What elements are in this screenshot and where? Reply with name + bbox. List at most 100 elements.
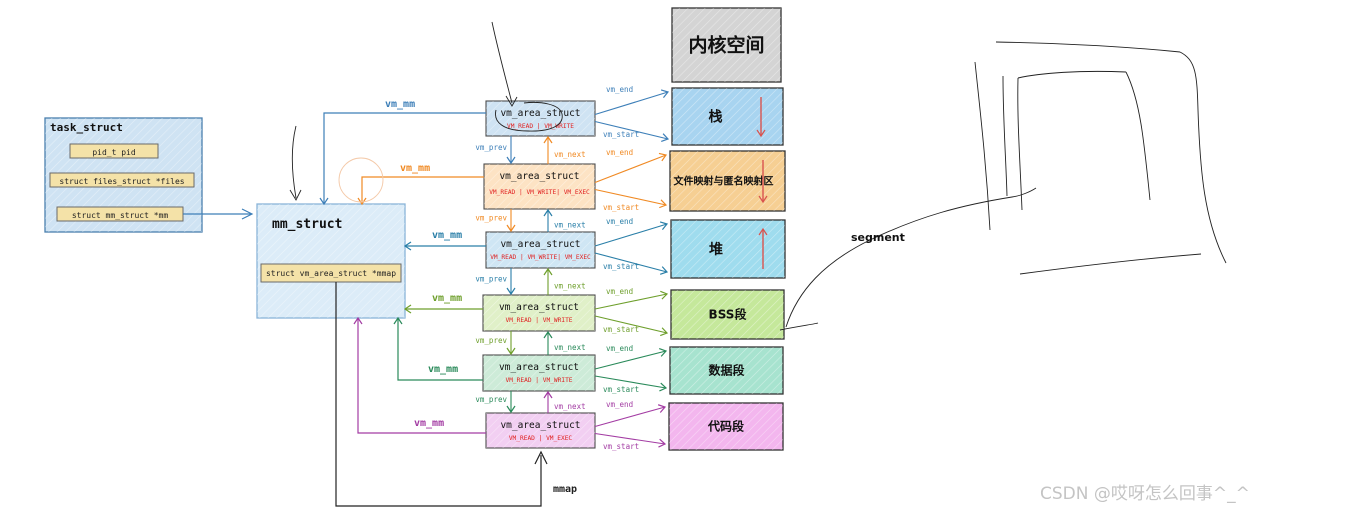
vm-start-arrow-3 <box>659 266 669 275</box>
vm-prev-arrow-1 <box>506 156 516 165</box>
vm-start-line-2 <box>594 188 667 206</box>
vma-hatch-5 <box>483 355 595 391</box>
vm-mm-line-1 <box>323 112 486 204</box>
vm-start-line-3 <box>594 252 668 273</box>
segment-label-3: 文件映射与匿名映射区 <box>674 175 774 188</box>
vm-end-arrow-4 <box>660 290 669 300</box>
vm-end-arrow-6 <box>657 404 667 413</box>
vma-name-6: vm_area_struct <box>500 420 580 431</box>
vm-next-arrow-1 <box>543 135 553 144</box>
vm-prev-label-1: vm_prev <box>475 143 507 152</box>
vm-end-label-2: vm_end <box>606 148 633 157</box>
vm-next-arrow-4 <box>543 330 553 339</box>
vm-start-label-4: vm_start <box>603 325 639 334</box>
segment-hatch-7 <box>669 403 783 450</box>
vm-next-label-3: vm_next <box>554 282 586 291</box>
vm-mm-label-1: vm_mm <box>385 99 415 110</box>
vm-mm-arrow-4 <box>403 304 412 314</box>
vm-prev-arrow-4 <box>506 347 516 356</box>
vm-mm-arrow-1 <box>319 197 329 206</box>
segment-label-2: 栈 <box>709 108 723 125</box>
vma-flags-6: VM_READ | VM_EXEC <box>509 435 573 442</box>
vma-flags-4: VM_READ | VM_WRITE <box>505 317 572 324</box>
segment-label-1: 内核空间 <box>688 34 764 57</box>
watermark: CSDN @哎呀怎么回事^_^ <box>1040 484 1250 504</box>
vm-start-label-6: vm_start <box>603 442 639 451</box>
mmap-pointer: mmap <box>335 282 577 507</box>
start-end-layer: vm_end vm_start vm_end vm_start vm_end vm_sta… <box>594 85 670 451</box>
vm-mm-layer: vm_mm vm_mm vm_mm vm_mm vm_mm vm_mm <box>319 99 486 434</box>
vm-end-line-6 <box>594 406 666 428</box>
segment-hatch-5 <box>671 290 784 339</box>
task-struct-field-mm: struct mm_struct *mm <box>72 211 169 220</box>
segment-label-4: 堆 <box>709 241 723 258</box>
vm-start-label-1: vm_start <box>603 130 639 139</box>
vm-mm-label-4: vm_mm <box>432 293 462 304</box>
vm-end-line-4 <box>594 293 668 310</box>
segment-label-6: 数据段 <box>708 363 745 378</box>
vm-start-label-2: vm_start <box>603 203 639 212</box>
vm-start-line-6 <box>594 432 666 445</box>
vm-mm-line-5 <box>397 318 483 381</box>
vm-start-arrow-6 <box>658 438 667 448</box>
vm-prev-arrow-3 <box>506 287 516 296</box>
vm-end-label-4: vm_end <box>606 287 633 296</box>
segment-hatch-2 <box>672 88 783 145</box>
vm-mm-arrow-2 <box>357 197 367 206</box>
vm-end-label-5: vm_end <box>606 344 633 353</box>
vm-mm-line-6 <box>357 318 486 434</box>
vm-mm-label-5: vm_mm <box>428 364 458 375</box>
vm-next-label-4: vm_next <box>554 343 586 352</box>
vm-prev-label-3: vm_prev <box>475 275 507 284</box>
vma-name-1: vm_area_struct <box>500 108 580 119</box>
vma-name-4: vm_area_struct <box>499 302 579 313</box>
vm-start-arrow-2 <box>659 199 668 209</box>
vma-flags-2: VM_READ | VM_WRITE| VM_EXEC <box>489 189 590 196</box>
vm-next-label-2: vm_next <box>554 221 586 230</box>
vm-end-arrow-5 <box>659 348 668 357</box>
vm-mm-arrow-6 <box>353 316 363 325</box>
vm-end-label-3: vm_end <box>606 217 633 226</box>
vm-next-arrow-5 <box>543 390 553 399</box>
vma-name-3: vm_area_struct <box>500 239 580 250</box>
vm-prev-label-5: vm_prev <box>475 395 507 404</box>
vma-name-2: vm_area_struct <box>499 171 579 182</box>
vm-start-label-5: vm_start <box>603 385 639 394</box>
vma-flags-3: VM_READ | VM_WRITE| VM_EXEC <box>490 254 591 261</box>
vm-mm-arrow-3 <box>403 241 412 251</box>
growth-arrow-3 <box>758 227 768 236</box>
vm-mm-label-6: vm_mm <box>414 418 444 429</box>
vm-start-arrow-4 <box>660 327 669 337</box>
vm-end-line-5 <box>594 350 667 370</box>
vma-flags-5: VM_READ | VM_WRITE <box>505 377 572 384</box>
vm-mm-arrow-5 <box>393 316 403 325</box>
vm-mm-line-2 <box>361 176 484 204</box>
vma-hatch-2 <box>484 164 595 209</box>
segment-hatch-4 <box>671 220 785 278</box>
vm-end-arrow-1 <box>660 89 670 98</box>
vm-start-line-1 <box>594 120 669 140</box>
segment-hatch-1 <box>672 8 781 82</box>
mm-struct-box: mm_struct struct vm_area_struct *mmap <box>256 203 406 319</box>
mmap-label: mmap <box>553 484 577 495</box>
vma-flags-1: VM_READ | VM_WRITE <box>507 123 574 130</box>
vm-prev-arrow-2 <box>506 224 516 233</box>
vm-end-line-3 <box>594 223 668 247</box>
growth-arrow-2 <box>758 195 768 204</box>
vm-start-line-5 <box>594 375 667 389</box>
vm-end-line-2 <box>594 154 667 184</box>
vm-next-label-1: vm_next <box>554 150 586 159</box>
vm-end-arrow-2 <box>658 152 668 162</box>
task-struct-title: task_struct <box>50 121 123 134</box>
vm-prev-label-2: vm_prev <box>475 214 507 223</box>
vma-hatch-6 <box>486 413 595 448</box>
segment-hatch-3 <box>670 151 785 211</box>
vm-end-label-6: vm_end <box>606 400 633 409</box>
vm-mm-label-2: vm_mm <box>400 163 430 174</box>
vm-mm-label-3: vm_mm <box>432 230 462 241</box>
vma-hatch-3 <box>486 232 595 268</box>
mm-pointer-arrow <box>183 208 254 220</box>
